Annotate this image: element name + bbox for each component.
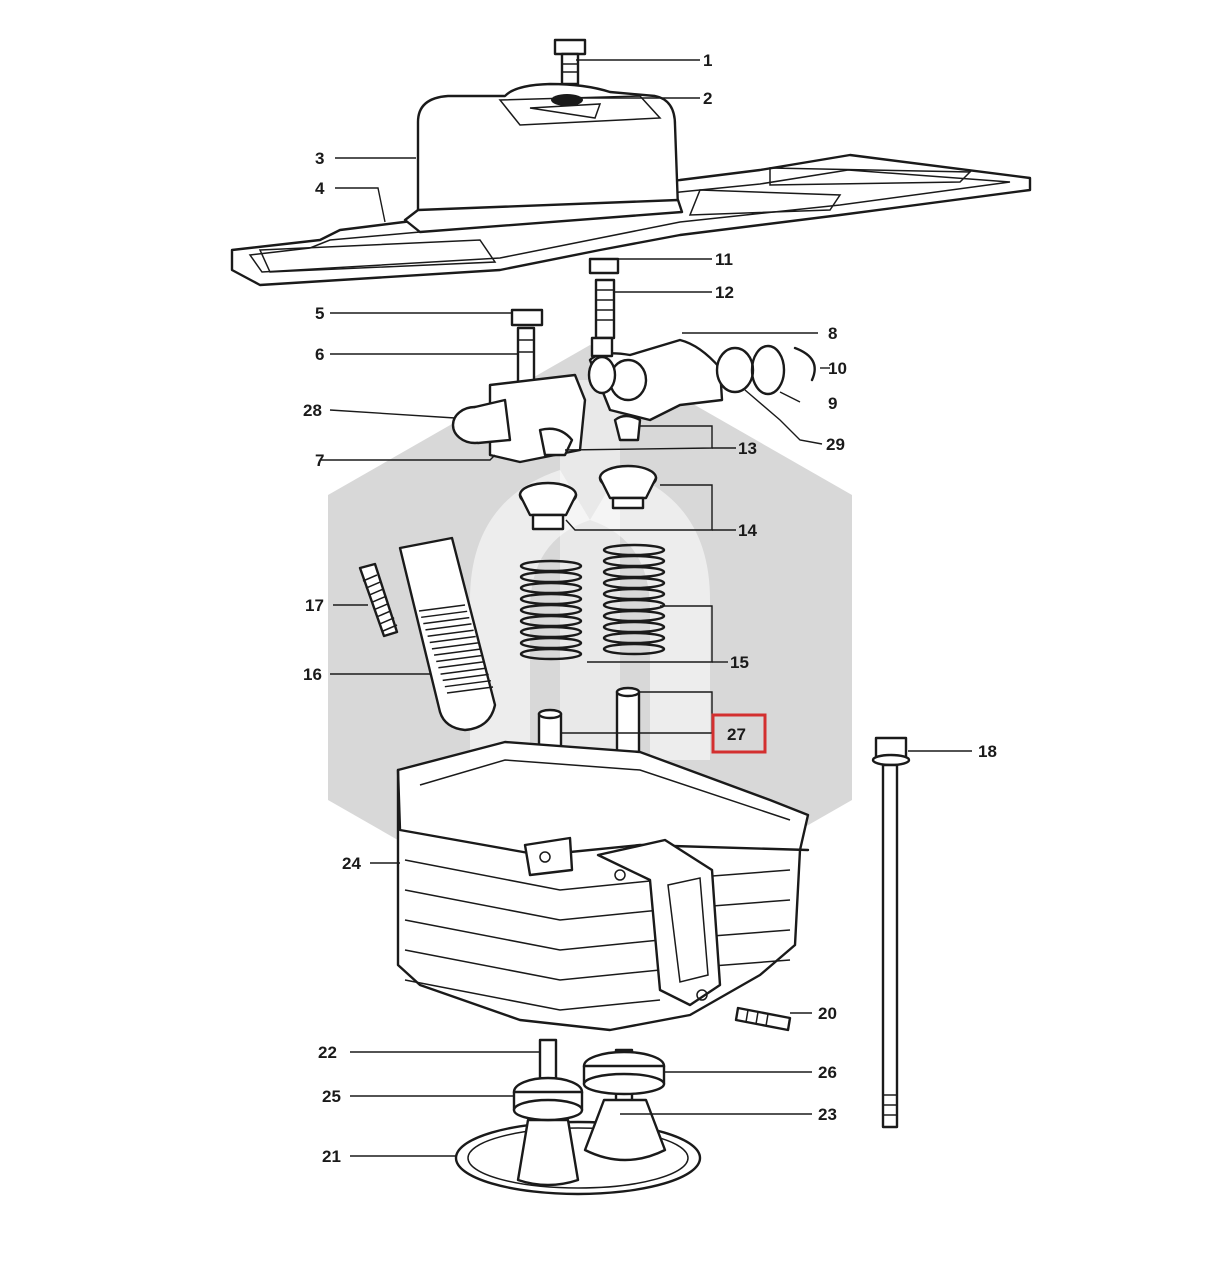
callout-17: 17 — [305, 596, 324, 615]
callout-14: 14 — [738, 521, 757, 540]
callout-16: 16 — [303, 665, 322, 684]
part-long-bolt-18 — [871, 736, 911, 1129]
callout-29: 29 — [826, 435, 845, 454]
rib-line — [436, 654, 483, 663]
callout-10: 10 — [828, 359, 847, 378]
callout-2: 2 — [703, 89, 712, 108]
callout-4: 4 — [315, 179, 325, 198]
rib-line — [444, 679, 491, 688]
rib-line — [429, 635, 476, 644]
part-spring-caps-14 — [518, 464, 658, 531]
callout-1: 1 — [703, 51, 712, 70]
rib-line — [382, 624, 398, 632]
callout-25: 25 — [322, 1087, 341, 1106]
callout-3: 3 — [315, 149, 324, 168]
part-valves — [454, 1038, 702, 1196]
callout-24: 24 — [342, 854, 361, 873]
part-springs-15 — [519, 543, 666, 661]
rib-line — [376, 610, 392, 618]
spring-coil — [519, 647, 583, 661]
part-valve-cover-3 — [403, 82, 684, 234]
callout-20: 20 — [818, 1004, 837, 1023]
rib-line — [427, 629, 474, 637]
callout-7: 7 — [315, 451, 324, 470]
part-stud-20 — [734, 1006, 792, 1032]
rib-line — [362, 574, 378, 582]
callout-12: 12 — [715, 283, 734, 302]
callout-11: 11 — [715, 250, 733, 269]
rib-line — [440, 667, 487, 675]
rib-line — [371, 595, 386, 604]
callout-28: 28 — [303, 401, 322, 420]
rib-line — [423, 616, 470, 625]
rib-line — [433, 648, 481, 656]
rib-line — [368, 588, 384, 596]
callout-27: 27 — [727, 725, 746, 744]
rib-line — [379, 617, 395, 625]
callout-21: 21 — [322, 1147, 341, 1166]
part-stud-17 — [358, 562, 399, 638]
part-nut-11-stud-12 — [588, 257, 620, 340]
callout-15: 15 — [730, 653, 749, 672]
callout-8: 8 — [828, 324, 837, 343]
rib-line — [365, 581, 381, 589]
highlight-box — [711, 713, 767, 754]
leader-lines — [320, 59, 972, 1157]
rib-line — [431, 642, 479, 650]
callout-9: 9 — [828, 394, 837, 413]
part-gasket-4 — [230, 153, 1032, 287]
callout-22: 22 — [318, 1043, 337, 1062]
callout-23: 23 — [818, 1105, 837, 1124]
callout-labels: 1 2 3 4 5 6 7 8 9 10 11 12 13 14 15 16 1… — [303, 51, 997, 1166]
callout-13: 13 — [738, 439, 757, 458]
callout-26: 26 — [818, 1063, 837, 1082]
rib-line — [421, 610, 468, 619]
callout-18: 18 — [978, 742, 997, 761]
rib-line — [425, 623, 472, 631]
part-bolt-1 — [553, 38, 587, 86]
callout-5: 5 — [315, 304, 324, 323]
rib-line — [446, 686, 494, 694]
rib-line — [418, 604, 466, 612]
rib-line — [374, 602, 389, 611]
part-rocker-assembly — [451, 336, 816, 464]
rib-line — [438, 661, 485, 669]
part-cylinder-head-24 — [396, 740, 810, 1032]
part-pushrod-tube-16 — [398, 536, 497, 732]
spring-coil — [602, 642, 666, 656]
callout-6: 6 — [315, 345, 324, 364]
rib-line — [442, 673, 489, 682]
